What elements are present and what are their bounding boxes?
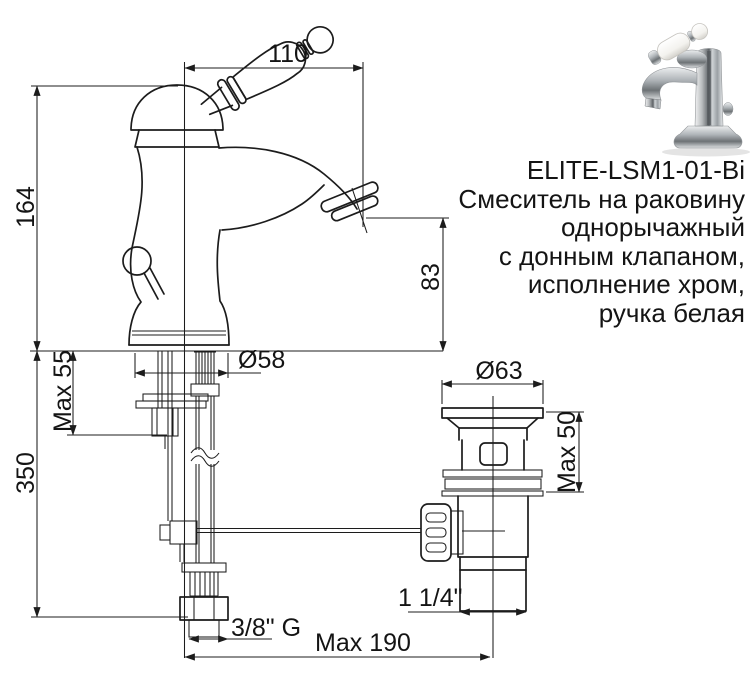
popup-lever (122, 246, 165, 300)
product-description-line: однорычажный (561, 212, 745, 242)
dim-base-diameter-label: Ø58 (238, 346, 285, 374)
product-code: ELITE-LSM1-01-Bi (526, 155, 745, 185)
aerator (320, 181, 379, 222)
dim-drain-max-deck-label: Max 50 (553, 411, 581, 493)
dim-total-height-label: 164 (12, 186, 40, 228)
photo-handle (647, 23, 709, 65)
product-info: ELITE-LSM1-01-Bi Смеситель на раковину о… (415, 156, 745, 327)
photo-shadow (662, 147, 750, 157)
drain-rod-knob (420, 503, 464, 562)
product-description-line: Смеситель на раковину (458, 183, 745, 214)
dim-drain-flange-label: Ø63 (475, 357, 522, 385)
faucet-front-view (122, 25, 379, 658)
photo-aerator (644, 97, 662, 110)
dimension-max-deck: Max 55 (49, 350, 167, 436)
dimension-drain-flange: Ø63 (441, 357, 544, 404)
dim-hose-length-label: 350 (12, 452, 40, 494)
photo-spout (641, 67, 698, 101)
supply-nut (179, 596, 229, 621)
dimension-drain-thread: 1 1/4" (398, 584, 527, 616)
popup-rod (159, 520, 421, 562)
product-description-line: ручка белая (598, 297, 745, 328)
dim-max-spread-label: Max 190 (315, 629, 411, 657)
dim-drain-thread-label: 1 1/4" (398, 584, 462, 612)
dim-spout-reach-label: 110 (268, 40, 308, 68)
dimension-max-spread: Max 190 (184, 629, 491, 661)
supply-hose (190, 396, 220, 563)
mounting-hardware (135, 351, 421, 638)
dimension-total-height: 164 (12, 85, 178, 352)
faucet-handle (200, 25, 334, 116)
dimension-supply-thread: 3/8" G (188, 614, 301, 643)
dim-supply-thread-label: 3/8" G (231, 614, 301, 642)
drain-valve-view (420, 396, 544, 658)
dimension-hose-length: 350 (12, 350, 188, 618)
dimension-spout-height: 83 (417, 217, 447, 352)
dimensions: 110 164 83 Max 55 (12, 40, 584, 661)
dim-max-deck-label: Max 55 (49, 350, 77, 432)
product-photo (641, 23, 750, 157)
dimension-base-diameter: Ø58 (134, 346, 285, 378)
photo-faucet (641, 23, 750, 157)
photo-popup-knob (722, 102, 734, 116)
product-description-line: исполнение хром, (527, 269, 745, 299)
dimension-spout-reach: 110 (184, 40, 449, 227)
product-description-line: с донным клапаном, (498, 240, 745, 271)
dim-spout-height-label: 83 (417, 263, 445, 291)
dimension-drain-max-deck: Max 50 (546, 411, 584, 493)
